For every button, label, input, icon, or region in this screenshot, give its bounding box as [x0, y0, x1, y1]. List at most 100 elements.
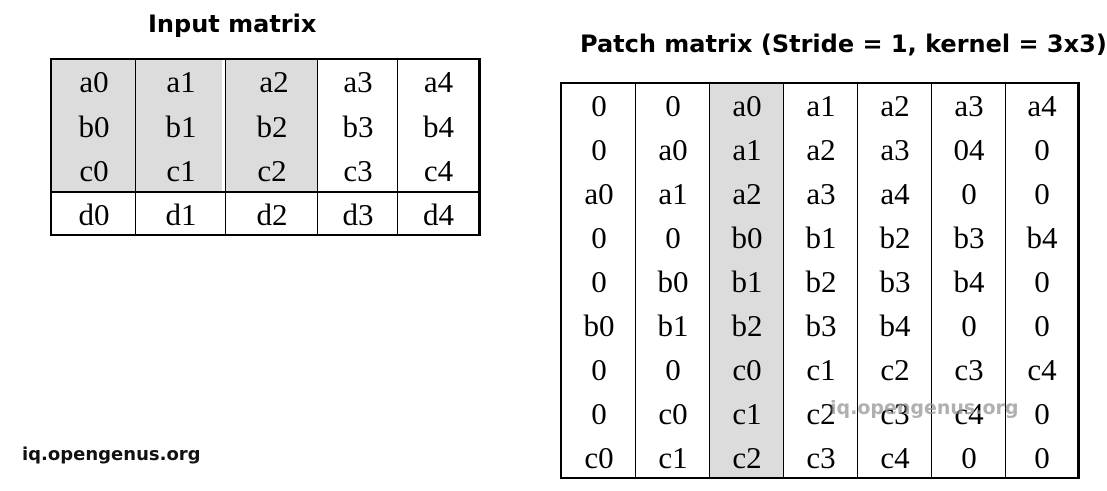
input-matrix-title: Input matrix [148, 10, 317, 38]
patch-cell: a2 [806, 132, 836, 167]
patch-cell: 0 [591, 220, 607, 255]
patch-cell: b0 [583, 308, 615, 343]
patch-column-divider [636, 84, 710, 477]
input-cell: d3 [342, 197, 374, 232]
patch-cell: 0 [665, 88, 681, 123]
patch-cell: a0 [658, 132, 688, 167]
patch-cell: 0 [591, 88, 607, 123]
patch-cell: 0 [1034, 308, 1050, 343]
patch-cell: a0 [584, 176, 614, 211]
patch-cell: 0 [665, 352, 681, 387]
patch-column-divider [710, 84, 784, 477]
input-cell: b0 [78, 109, 110, 144]
patch-cell: 0 [961, 176, 977, 211]
patch-cell: b1 [731, 264, 763, 299]
patch-highlight-column [710, 84, 784, 477]
patch-cell: a1 [732, 132, 762, 167]
patch-cell: b4 [1026, 220, 1058, 255]
input-cell: c3 [343, 153, 373, 188]
patch-cell: a0 [732, 88, 762, 123]
input-cell: a0 [79, 64, 109, 99]
input-row-divider [52, 191, 479, 193]
patch-cell: c0 [732, 352, 762, 387]
input-cell: d4 [423, 197, 454, 232]
patch-cell: c3 [880, 396, 910, 431]
patch-cell: a3 [954, 88, 984, 123]
input-column-divider [136, 60, 226, 234]
input-column-divider [398, 60, 479, 234]
patch-cell: 0 [591, 396, 607, 431]
patch-column-divider [562, 84, 636, 477]
patch-cell: c2 [806, 396, 836, 431]
patch-cell: c3 [954, 352, 984, 387]
patch-cell: c1 [806, 352, 836, 387]
patch-cell: c0 [658, 396, 688, 431]
patch-cell: b0 [657, 264, 689, 299]
input-cell: b1 [165, 109, 197, 144]
patch-cell: a4 [880, 176, 910, 211]
patch-cell: 0 [1034, 264, 1050, 299]
patch-cell: a3 [806, 176, 836, 211]
patch-cell: 0 [591, 132, 607, 167]
patch-cell: 0 [961, 308, 977, 343]
input-cell: d1 [165, 197, 197, 232]
input-cell: a1 [166, 64, 196, 99]
patch-cell: 04 [953, 132, 985, 167]
patch-cell: a2 [732, 176, 762, 211]
patch-cell: a2 [880, 88, 910, 123]
patch-column-divider [858, 84, 932, 477]
patch-cell: c1 [732, 396, 762, 431]
patch-cell: 0 [1034, 396, 1050, 431]
patch-matrix-title: Patch matrix (Stride = 1, kernel = 3x3) [580, 30, 1107, 58]
input-column-divider [52, 60, 136, 234]
patch-cell: a1 [806, 88, 836, 123]
patch-cell: b2 [805, 264, 837, 299]
patch-column-divider [932, 84, 1006, 477]
patch-cell: 0 [665, 220, 681, 255]
patch-cell: a1 [658, 176, 688, 211]
patch-cell: b3 [879, 264, 911, 299]
patch-cell: c2 [880, 352, 910, 387]
patch-cell: b2 [879, 220, 911, 255]
patch-cell: b3 [805, 308, 837, 343]
input-cell: b3 [342, 109, 374, 144]
input-column-divider [318, 60, 398, 234]
patch-cell: b2 [731, 308, 763, 343]
input-cell: c0 [79, 153, 109, 188]
input-cell: b4 [423, 109, 454, 144]
patch-cell: c4 [880, 440, 910, 475]
patch-column-divider [1006, 84, 1078, 477]
patch-cell: b0 [731, 220, 763, 255]
patch-cell: b4 [953, 264, 985, 299]
input-highlight [226, 60, 318, 192]
patch-cell: 0 [591, 352, 607, 387]
patch-cell: 0 [591, 264, 607, 299]
patch-cell: c3 [806, 440, 836, 475]
patch-cell: c1 [658, 440, 688, 475]
input-cell: d0 [78, 197, 110, 232]
input-cell: c2 [257, 153, 287, 188]
patch-cell: b3 [953, 220, 985, 255]
patch-cell: c4 [954, 396, 984, 431]
watermark-bottom-left: iq.opengenus.org [22, 444, 201, 465]
patch-cell: 0 [1034, 176, 1050, 211]
watermark-overlay: iq.opengenus.org [830, 397, 1019, 419]
patch-cell: 0 [1034, 132, 1050, 167]
patch-cell: a4 [1027, 88, 1057, 123]
patch-cell: c4 [1027, 352, 1057, 387]
patch-cell: 0 [961, 440, 977, 475]
input-cell: c1 [166, 153, 196, 188]
patch-cell: b4 [879, 308, 911, 343]
patch-cell: a3 [880, 132, 910, 167]
input-column-divider [226, 60, 318, 234]
input-highlight [52, 60, 222, 192]
patch-matrix: 0 0 a0 a1 a2 a3 a4 0 a0 a1 a2 a3 04 0 a0 a1 a2 a3 a4 0 0 0 0 b0… [560, 82, 1080, 479]
patch-cell: c0 [584, 440, 614, 475]
input-cell: a3 [343, 64, 373, 99]
input-cell: c4 [423, 153, 454, 188]
input-cell: a4 [423, 64, 454, 99]
patch-cell: 0 [1034, 440, 1050, 475]
patch-column-divider [784, 84, 858, 477]
patch-cell: b1 [805, 220, 837, 255]
